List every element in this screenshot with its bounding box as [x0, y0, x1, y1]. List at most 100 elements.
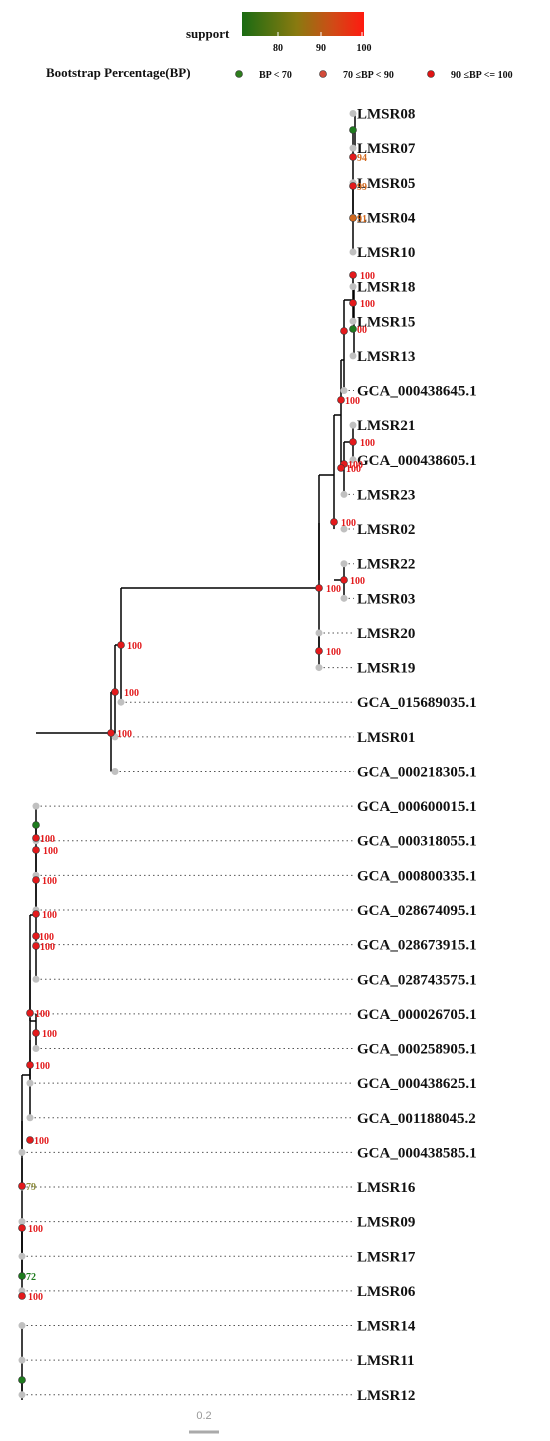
gradient-tick-label-80: 80	[273, 43, 283, 54]
tip-label: GCA_015689035.1	[357, 695, 477, 711]
tip-point	[315, 629, 323, 637]
node-support-point	[349, 299, 357, 307]
tip-label: GCA_000800335.1	[357, 868, 477, 884]
tip-point	[18, 1218, 26, 1226]
node-support-label: 100	[124, 688, 139, 699]
tip-label: GCA_028674095.1	[357, 903, 477, 919]
tip-label: LMSR07	[357, 141, 416, 157]
tip-point	[349, 283, 357, 291]
tip-point	[349, 317, 357, 325]
tip-label: LMSR01	[357, 730, 415, 746]
tip-label: LMSR06	[357, 1284, 416, 1300]
gradient-tick-label-90: 90	[316, 43, 326, 54]
node-support-label: 100	[346, 464, 361, 475]
node-support-label: 100	[43, 846, 58, 857]
node-support-point	[349, 126, 357, 134]
node-support-point	[349, 325, 357, 333]
node-support-label: 100	[345, 396, 360, 407]
node-support-point	[349, 214, 357, 222]
tip-point	[349, 110, 357, 117]
node-support-point	[32, 932, 40, 940]
node-support-point	[349, 438, 357, 446]
node-support-point	[18, 1224, 26, 1232]
bp-legend-label-mid: 70 ≤BP < 90	[343, 70, 394, 81]
node-support-label: 100	[40, 942, 55, 953]
legend: support 80 90 100 Bootstrap Percentage(B…	[46, 12, 513, 81]
tip-label: GCA_000438625.1	[357, 1076, 477, 1092]
node-support-label: 100	[34, 1136, 49, 1147]
tip-label: LMSR04	[357, 210, 416, 226]
tip-labels: LMSR08LMSR07LMSR05LMSR04LMSR10LMSR18LMSR…	[357, 107, 477, 1404]
tip-label: GCA_000600015.1	[357, 799, 477, 815]
tip-point	[340, 387, 348, 395]
node-support-point	[26, 1136, 34, 1144]
node-support-label: 100	[42, 876, 57, 887]
tip-label: LMSR22	[357, 557, 415, 573]
tip-label: LMSR11	[357, 1353, 415, 1369]
node-support-label: 100	[326, 584, 341, 595]
tip-point	[315, 664, 323, 672]
tip-point	[340, 560, 348, 568]
scale-bar: 0.2	[189, 1410, 219, 1434]
node-support-point	[26, 1009, 34, 1017]
node-support-point	[32, 910, 40, 918]
bp-legend-marker-mid	[319, 70, 327, 78]
support-gradient-bar	[242, 12, 364, 36]
node-support-point	[340, 576, 348, 584]
bp-legend-title: Bootstrap Percentage(BP)	[46, 65, 191, 80]
node-points	[18, 126, 357, 1384]
node-support-point	[18, 1376, 26, 1384]
node-support-label: 100	[348, 460, 363, 471]
support-legend-title: support	[186, 26, 230, 41]
tip-label: LMSR16	[357, 1180, 416, 1196]
node-support-point	[26, 1061, 34, 1069]
tip-label: LMSR08	[357, 107, 415, 123]
tip-label: LMSR21	[357, 418, 415, 434]
node-support-point	[32, 846, 40, 854]
tip-point	[340, 525, 348, 533]
node-support-label: 100	[360, 299, 375, 310]
node-support-point	[315, 647, 323, 655]
node-support-label: 94	[357, 153, 367, 164]
node-support-point	[18, 1292, 26, 1300]
tip-label: LMSR05	[357, 176, 415, 192]
node-support-point	[111, 688, 119, 696]
node-support-label: 100	[350, 576, 365, 587]
tip-label: LMSR02	[357, 522, 415, 538]
tip-label: GCA_000438585.1	[357, 1145, 477, 1161]
tip-label: LMSR19	[357, 661, 415, 677]
node-support-label: 100	[341, 518, 356, 529]
node-support-label: 99	[357, 182, 367, 193]
node-support-point	[340, 327, 348, 335]
node-support-point	[337, 464, 345, 472]
tip-label: GCA_028673915.1	[357, 938, 477, 954]
node-support-label: 100	[326, 647, 341, 658]
node-support-label: 100	[42, 910, 57, 921]
node-support-label: 100	[117, 729, 132, 740]
node-support-label: 100	[28, 1224, 43, 1235]
node-support-point	[330, 518, 338, 526]
node-support-label: 100	[360, 438, 375, 449]
tip-label: GCA_001188045.2	[357, 1111, 476, 1127]
node-support-point	[349, 271, 357, 279]
node-support-label: 00	[357, 325, 367, 336]
node-support-point	[107, 729, 115, 737]
node-support-label: 72	[26, 1272, 36, 1283]
node-support-point	[349, 153, 357, 161]
tip-label: GCA_000318055.1	[357, 834, 477, 850]
tip-point	[349, 352, 357, 360]
support-labels: 9499911001000010010010010010010010010010…	[26, 153, 375, 1303]
node-support-point	[337, 396, 345, 404]
tip-point	[26, 1114, 34, 1122]
tip-label: GCA_000258905.1	[357, 1042, 477, 1058]
node-support-point	[117, 641, 125, 649]
node-support-point	[18, 1272, 26, 1280]
node-support-label: 91	[357, 214, 367, 225]
tip-point	[18, 1322, 26, 1330]
node-support-point	[18, 1182, 26, 1190]
tip-label: LMSR14	[357, 1319, 416, 1335]
tip-label: LMSR17	[357, 1249, 416, 1265]
tip-label: GCA_000026705.1	[357, 1007, 477, 1023]
tip-point	[340, 594, 348, 602]
tip-point	[32, 1045, 40, 1053]
